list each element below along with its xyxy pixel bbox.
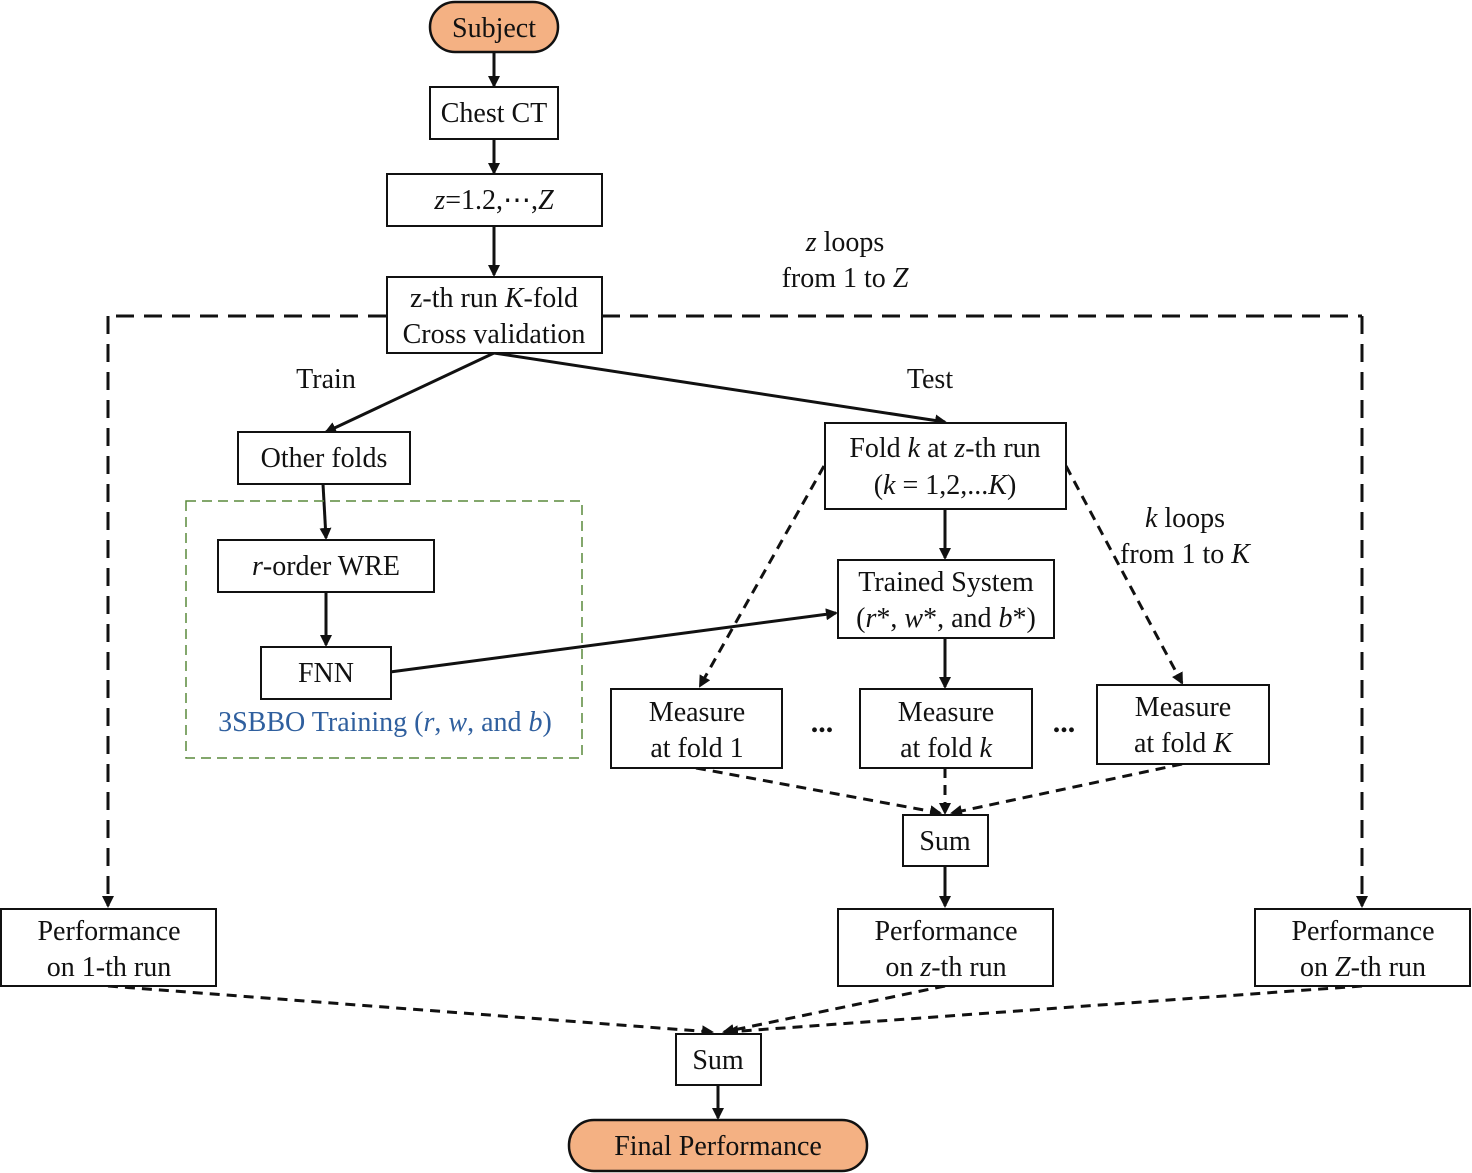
perf-Z-line2: on Z-th run	[1300, 952, 1426, 983]
perf-Z-line1: Performance	[1291, 916, 1434, 947]
measure-fold-K-line1: Measure	[1135, 692, 1231, 723]
z-loops-line1: z loops	[805, 227, 885, 258]
train-label: Train	[296, 364, 356, 395]
z-loops-line2: from 1 to Z	[782, 263, 909, 294]
trained-system-line2: (r*, w*, and b*)	[856, 603, 1036, 634]
arrow-fnn-to-trained	[389, 608, 838, 674]
arrow-perfZ-to-sum	[726, 984, 1363, 1038]
fold-k-box	[824, 422, 1067, 510]
perf-z-box	[837, 908, 1054, 987]
arrow-perf1-to-sum	[107, 984, 714, 1038]
perf-Z-box	[1254, 908, 1471, 987]
arrow-measureK-to-sum	[950, 762, 1183, 817]
measure-fold-K-box	[1096, 684, 1270, 765]
outer-sum-label: Sum	[692, 1045, 744, 1076]
inner-sum-box	[902, 814, 989, 867]
trained-system-box	[837, 559, 1055, 639]
arrow-fold-to-measureK	[1064, 465, 1184, 685]
fnn-box	[260, 646, 392, 700]
other-folds-box	[237, 431, 411, 485]
outer-sum-box	[675, 1033, 762, 1086]
measure-fold-1-line2: at fold 1	[650, 733, 743, 764]
k-loops-line2: from 1 to K	[1120, 539, 1251, 570]
z-range-label: z=1.2,⋯,Z	[433, 185, 554, 216]
arrow-folds-to-wre	[319, 483, 332, 540]
other-folds-label: Other folds	[261, 443, 388, 474]
wre-box	[217, 539, 435, 593]
fold-k-line2: (k = 1,2,...K)	[874, 470, 1017, 501]
perf-1-line2: on 1-th run	[47, 952, 171, 983]
ellipsis-left: ...	[811, 706, 834, 739]
cross-validation-line2: Cross validation	[403, 319, 586, 350]
perf-z-line2: on z-th run	[885, 952, 1006, 983]
chest-ct-label: Chest CT	[441, 98, 548, 129]
cross-validation-line1: z-th run K-fold	[410, 283, 578, 314]
fold-k-line1: Fold k at z-th run	[849, 433, 1040, 464]
arrow-cv-to-test	[493, 351, 947, 427]
fnn-label: FNN	[298, 658, 354, 689]
trained-system-line1: Trained System	[858, 567, 1034, 598]
subject-label: Subject	[452, 13, 536, 44]
measure-fold-1-line1: Measure	[649, 697, 745, 728]
final-performance-label: Final Performance	[614, 1131, 822, 1162]
inner-sum-label: Sum	[919, 826, 971, 857]
subject-terminal	[428, 0, 560, 54]
wre-label: r-order WRE	[252, 551, 400, 582]
cross-validation-box	[386, 276, 603, 354]
measure-fold-1-box	[610, 688, 783, 769]
perf-z-line1: Performance	[874, 916, 1017, 947]
measure-fold-K-line2: at fold K	[1134, 728, 1233, 759]
chest-ct-box	[429, 86, 559, 140]
training-group-label: 3SBBO Training (r, w, and b)	[218, 707, 552, 738]
measure-fold-k-line1: Measure	[898, 697, 994, 728]
measure-fold-k-line2: at fold k	[900, 733, 992, 764]
training-group-frame	[185, 500, 583, 759]
arrow-fold-to-measure1	[698, 465, 826, 688]
z-range-box	[386, 173, 603, 227]
k-loops-line1: k loops	[1145, 503, 1225, 534]
arrow-perfz-to-sum	[722, 984, 946, 1036]
perf-1-line1: Performance	[37, 916, 180, 947]
arrow-measure1-to-sum	[695, 766, 942, 818]
test-label: Test	[907, 364, 953, 395]
ellipsis-right: ...	[1053, 706, 1076, 739]
perf-1-box	[0, 908, 217, 987]
measure-fold-k-box	[859, 688, 1033, 769]
arrow-cv-to-train	[324, 351, 495, 434]
final-performance-terminal	[567, 1118, 869, 1173]
